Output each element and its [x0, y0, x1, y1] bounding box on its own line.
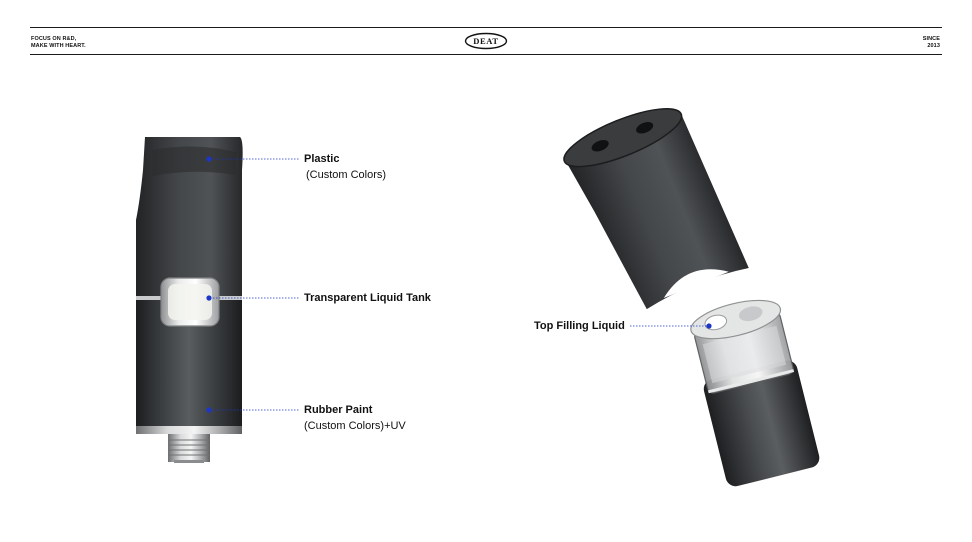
cartridge-mouthpiece	[136, 137, 243, 296]
plastic-dot	[206, 156, 212, 162]
header-since-line2: 2013	[927, 42, 940, 49]
rubber-sublabel: (Custom Colors)+UV	[304, 420, 406, 432]
exploded-body	[703, 360, 820, 487]
brand-logo: DEAT	[464, 32, 508, 50]
header-slogan-line2: MAKE WITH HEART.	[31, 42, 86, 49]
plastic-sublabel: (Custom Colors)	[306, 169, 387, 181]
header-since: SINCE 2013	[923, 36, 940, 49]
tank-dot	[206, 295, 212, 301]
top-filling-dot	[706, 323, 712, 329]
cartridge-base-ring	[136, 426, 242, 434]
header-slogan: FOCUS ON R&D, MAKE WITH HEART.	[31, 36, 86, 49]
rubber-label: Rubber Paint	[304, 404, 373, 416]
rubber-dot	[206, 407, 212, 413]
exploded-mouthpiece	[563, 108, 749, 310]
cartridge-front-view	[136, 137, 243, 463]
tank-label: Transparent Liquid Tank	[304, 292, 431, 304]
cartridge-thread	[168, 434, 210, 462]
header-bottom-rule	[30, 54, 942, 55]
plastic-label: Plastic	[304, 153, 340, 165]
top-filling-label: Top Filling Liquid	[534, 320, 625, 332]
cartridge-exploded-view	[563, 108, 820, 487]
header-top-rule	[30, 27, 942, 28]
header-since-line1: SINCE	[922, 36, 940, 42]
header-slogan-line1: FOCUS ON R&D,	[31, 36, 77, 42]
brand-logo-text: DEAT	[473, 36, 498, 46]
